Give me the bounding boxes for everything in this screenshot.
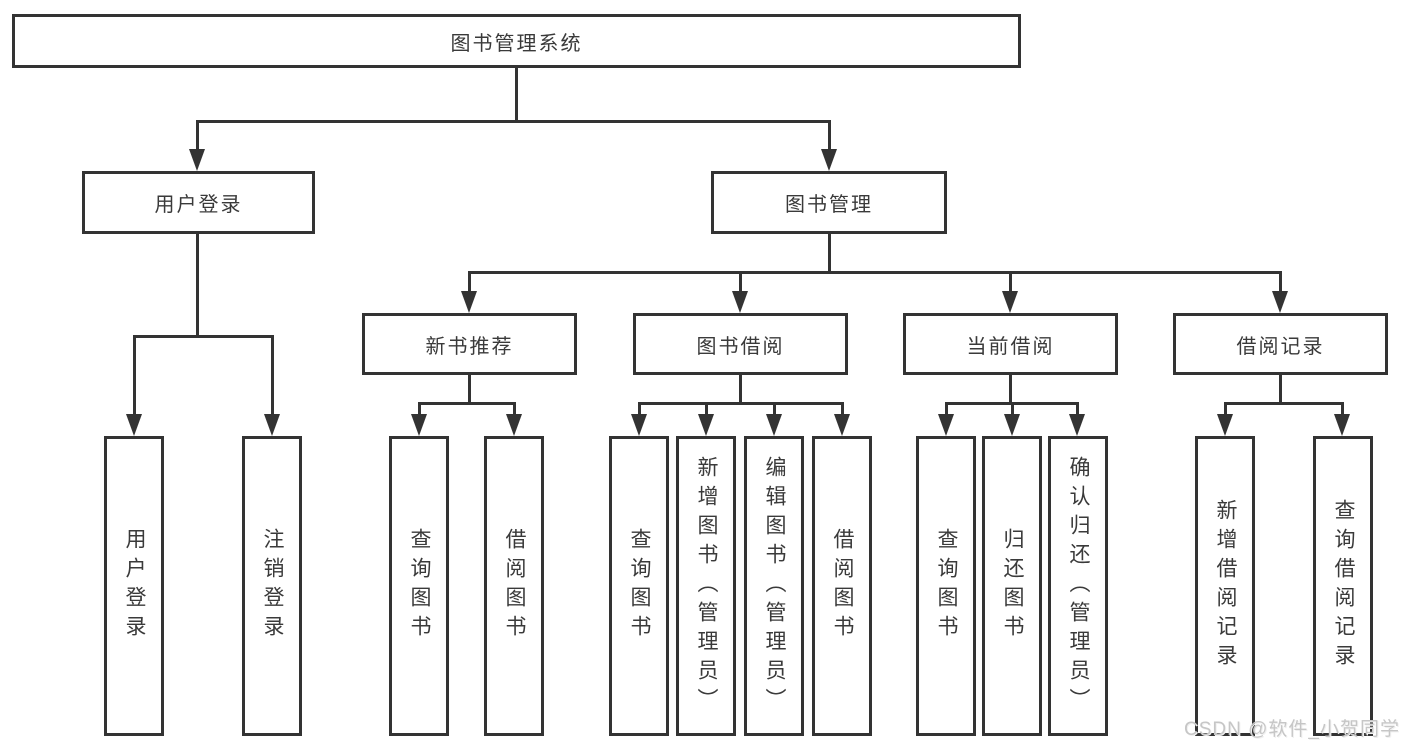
- node-leaf-add-borrow-record: 新增借阅记录: [1195, 436, 1255, 736]
- connector-arrowhead: [411, 414, 427, 436]
- node-leaf-query-book-2: 查询图书: [609, 436, 669, 736]
- connector-line: [196, 120, 199, 151]
- connector-arrowhead: [1004, 414, 1020, 436]
- connector-line: [828, 234, 831, 274]
- connector-line: [133, 335, 136, 416]
- connector-line: [739, 375, 742, 405]
- node-leaf-confirm-return: 确认归还（管理员）: [1048, 436, 1108, 736]
- connector-line: [1279, 271, 1282, 293]
- node-leaf-query-book-3: 查询图书: [916, 436, 976, 736]
- node-leaf-borrow-book-1: 借阅图书: [484, 436, 544, 736]
- connector-arrowhead: [264, 414, 280, 436]
- node-leaf-logout: 注销登录: [242, 436, 302, 736]
- connector-line: [133, 335, 274, 338]
- node-leaf-return-book: 归还图书: [982, 436, 1042, 736]
- connector-line: [1224, 402, 1227, 416]
- connector-arrowhead: [189, 149, 205, 171]
- connector-line: [418, 402, 421, 416]
- node-current-borrow: 当前借阅: [903, 313, 1118, 375]
- connector-line: [513, 402, 516, 416]
- node-leaf-edit-book: 编辑图书（管理员）: [744, 436, 804, 736]
- connector-arrowhead: [1217, 414, 1233, 436]
- node-leaf-user-login: 用户登录: [104, 436, 164, 736]
- connector-arrowhead: [1002, 291, 1018, 313]
- connector-arrowhead: [1334, 414, 1350, 436]
- connector-arrowhead: [461, 291, 477, 313]
- connector-line: [1076, 402, 1079, 416]
- node-book-management: 图书管理: [711, 171, 947, 234]
- connector-line: [841, 402, 844, 416]
- connector-arrowhead: [732, 291, 748, 313]
- connector-line: [1011, 402, 1014, 416]
- connector-line: [1009, 375, 1012, 405]
- connector-line: [469, 271, 1282, 274]
- connector-line: [828, 120, 831, 151]
- node-root: 图书管理系统: [12, 14, 1021, 68]
- connector-line: [468, 271, 471, 293]
- connector-line: [1224, 402, 1344, 405]
- connector-line: [196, 120, 831, 123]
- connector-arrowhead: [698, 414, 714, 436]
- node-borrow-records: 借阅记录: [1173, 313, 1388, 375]
- connector-line: [638, 402, 641, 416]
- connector-line: [418, 402, 516, 405]
- connector-arrowhead: [631, 414, 647, 436]
- connector-line: [638, 402, 844, 405]
- connector-arrowhead: [506, 414, 522, 436]
- connector-line: [1341, 402, 1344, 416]
- connector-line: [515, 68, 518, 120]
- connector-arrowhead: [938, 414, 954, 436]
- connector-line: [773, 402, 776, 416]
- watermark: CSDN @软件_小贺同学: [1184, 719, 1400, 740]
- connector-line: [1009, 271, 1012, 293]
- node-user-login: 用户登录: [82, 171, 315, 234]
- connector-line: [945, 402, 948, 416]
- connector-arrowhead: [1272, 291, 1288, 313]
- node-leaf-borrow-book-2: 借阅图书: [812, 436, 872, 736]
- connector-arrowhead: [126, 414, 142, 436]
- connector-arrowhead: [821, 149, 837, 171]
- connector-line: [1279, 375, 1282, 405]
- connector-line: [468, 375, 471, 405]
- node-leaf-query-borrow-record: 查询借阅记录: [1313, 436, 1373, 736]
- node-book-borrow: 图书借阅: [633, 313, 848, 375]
- connector-arrowhead: [834, 414, 850, 436]
- connector-line: [271, 335, 274, 416]
- connector-line: [739, 271, 742, 293]
- node-new-book-recommend: 新书推荐: [362, 313, 577, 375]
- connector-arrowhead: [1069, 414, 1085, 436]
- node-leaf-query-book-1: 查询图书: [389, 436, 449, 736]
- connector-line: [705, 402, 708, 416]
- connector-arrowhead: [766, 414, 782, 436]
- node-leaf-add-book: 新增图书（管理员）: [676, 436, 736, 736]
- connector-line: [196, 234, 199, 338]
